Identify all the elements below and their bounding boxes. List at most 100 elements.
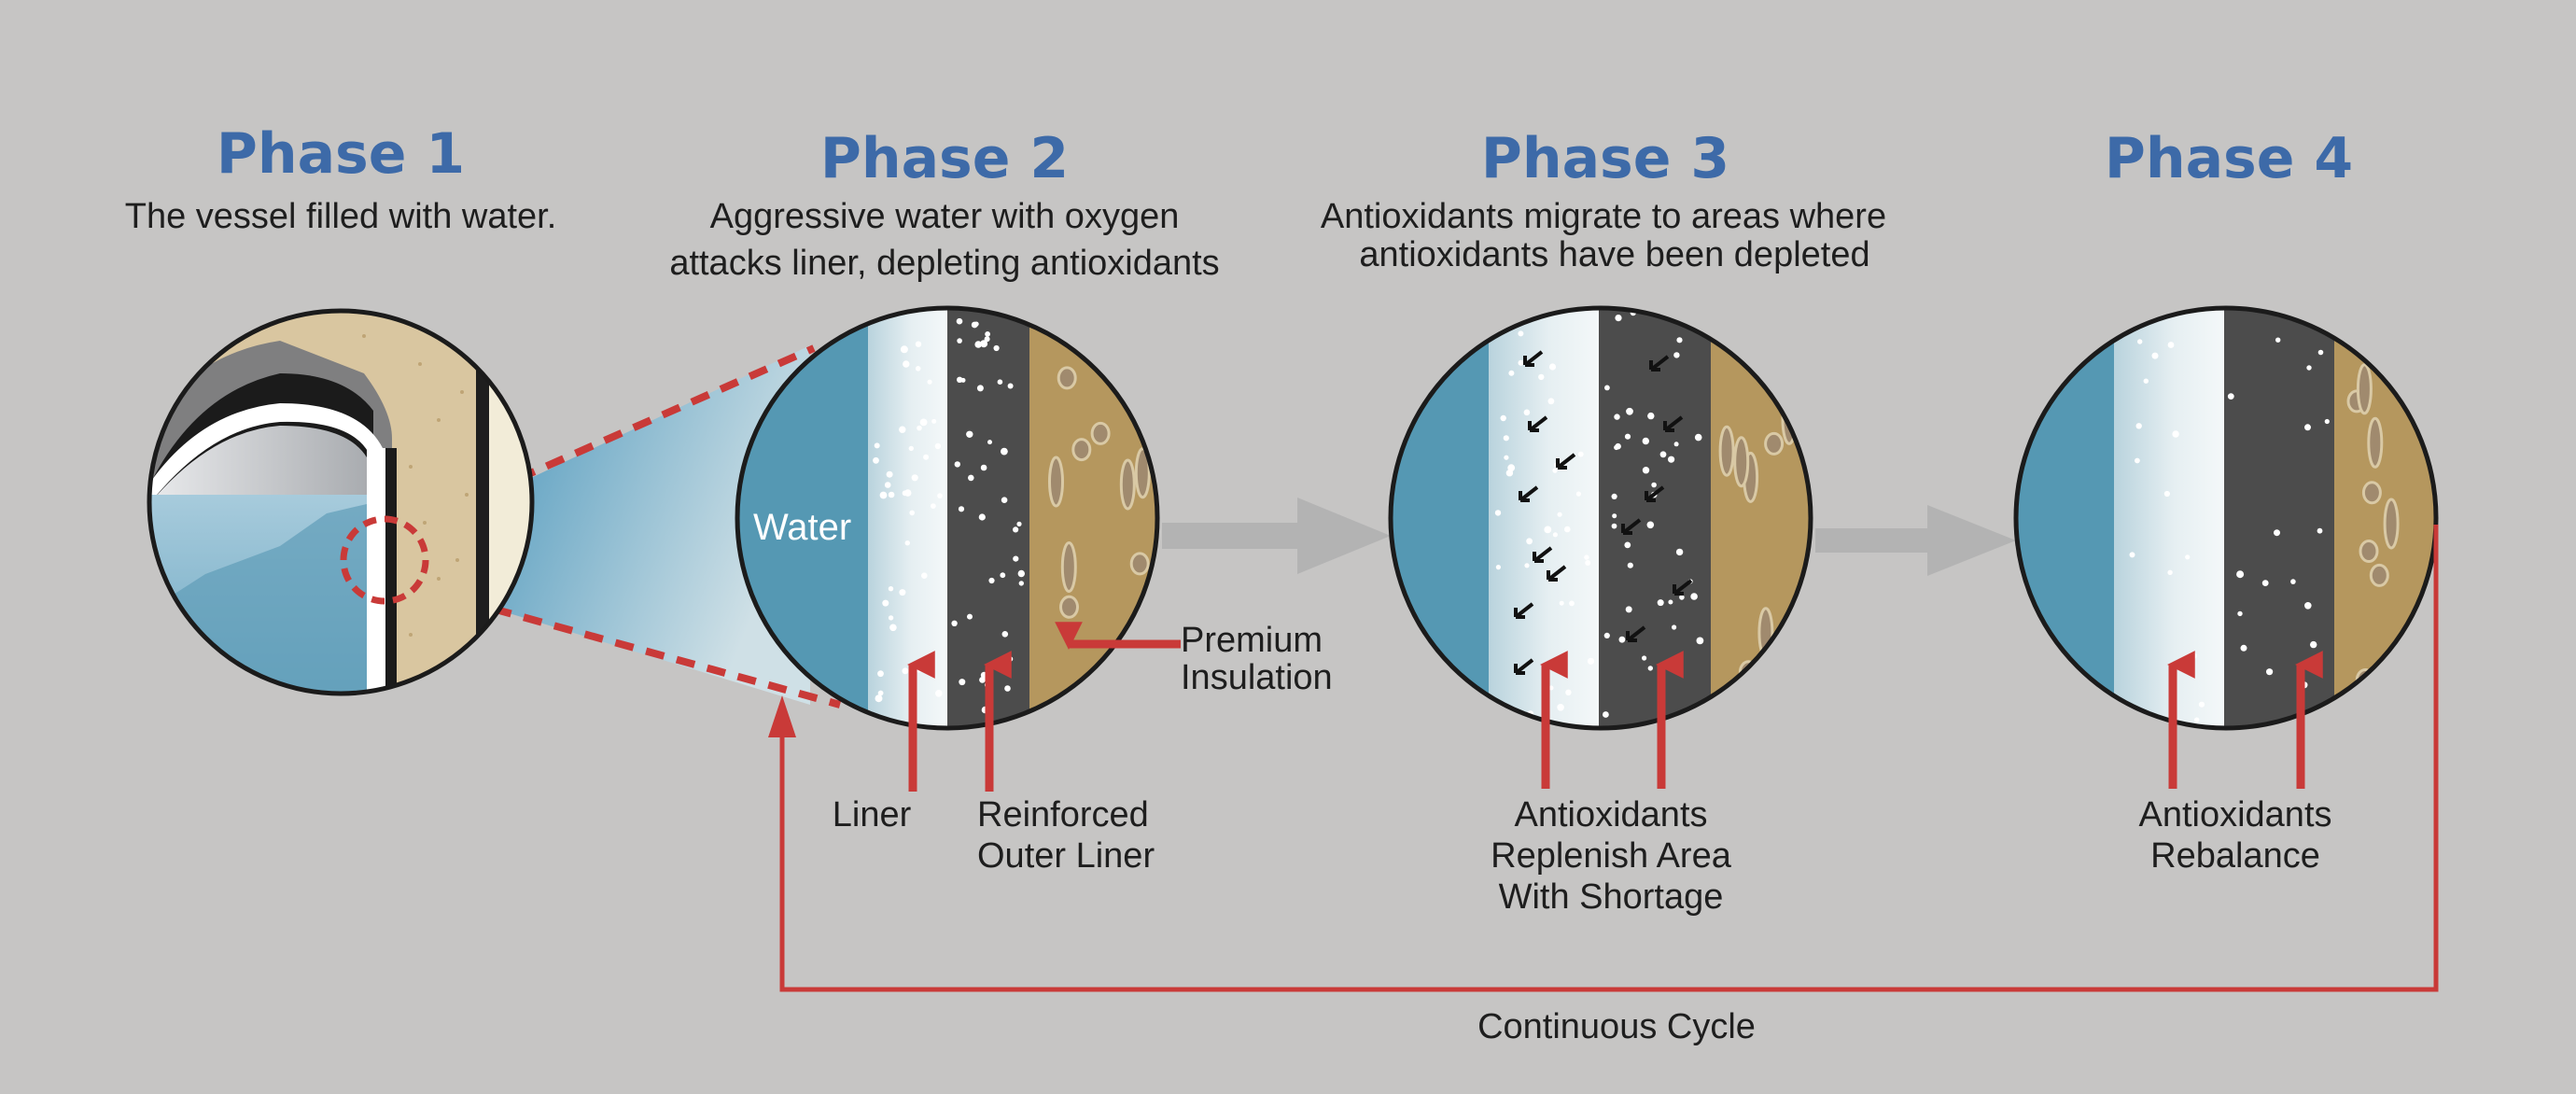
antioxidant-particle (1548, 685, 1554, 691)
antioxidant-particle (1587, 657, 1595, 665)
antioxidant-particle (1603, 711, 1609, 718)
antioxidant-particle (911, 474, 918, 482)
antioxidant-particle (2317, 527, 2323, 534)
antioxidant-particle (2266, 668, 2274, 676)
antioxidant-particle (978, 513, 986, 521)
phase-2-subtitle-line-2: attacks liner, depleting antioxidants (669, 244, 1219, 283)
migration-arrow-icon (1626, 625, 1646, 642)
antioxidant-particle (954, 461, 960, 468)
insulation-pore (1075, 327, 1096, 351)
migration-arrow-icon (1547, 565, 1567, 582)
insulation-speckles (278, 334, 469, 637)
phase-1-vessel-circle (147, 308, 535, 696)
antioxidant-particle (1659, 451, 1667, 458)
phase-3-subtitle-line-1: Antioxidants migrate to areas where (1321, 197, 1886, 236)
insulation-pore (1764, 431, 1785, 456)
antioxidant-particle (957, 376, 963, 383)
phase-3-subtitle-line-2: antioxidants have been depleted (1359, 235, 1869, 274)
antioxidant-particle (889, 624, 897, 632)
antioxidant-particle (1679, 595, 1685, 600)
insulation-pore (1090, 421, 1111, 445)
antioxidant-particle (884, 482, 891, 488)
antioxidant-particle (919, 418, 928, 427)
antioxidant-particle (1552, 532, 1558, 538)
antioxidant-particle (1523, 409, 1531, 416)
antioxidant-particle (1690, 593, 1698, 600)
antioxidant-particle (1000, 572, 1006, 579)
antioxidant-particle (1559, 600, 1564, 606)
antioxidant-particle (1500, 414, 1506, 422)
antioxidant-particle (937, 493, 943, 498)
antioxidant-particle (2167, 342, 2175, 348)
antioxidant-particle (1569, 600, 1575, 607)
insulation-pore (2367, 416, 2384, 469)
migration-arrow-icon (1621, 518, 1642, 535)
antioxidant-particle (1507, 464, 1516, 472)
antioxidant-particle (951, 620, 958, 626)
insulation-pore (1733, 436, 1750, 488)
antioxidant-particle (1557, 512, 1562, 517)
insulation-pore (1071, 438, 1092, 462)
antioxidant-particle (2275, 337, 2281, 343)
antioxidant-particle (1642, 655, 1647, 661)
antioxidant-particle (1696, 637, 1704, 645)
antioxidant-particle (902, 490, 908, 497)
insulation-pore (1048, 456, 1064, 508)
antioxidant-particle (980, 340, 988, 348)
insulation-pore (1774, 682, 1795, 707)
antioxidant-particle (1001, 447, 1008, 456)
antioxidant-particle (2237, 610, 2243, 617)
antioxidant-particle (1544, 526, 1552, 534)
antioxidant-particle (1668, 456, 1675, 463)
antioxidant-particle (877, 690, 884, 696)
antioxidant-particle (1694, 433, 1702, 442)
antioxidant-particle (1524, 563, 1530, 568)
antioxidant-particle (1611, 523, 1617, 529)
antioxidant-particle (1538, 373, 1545, 381)
phase-1-subtitle: The vessel filled with water. (125, 197, 557, 236)
antioxidant-particle (2227, 393, 2234, 400)
antioxidant-particle (877, 670, 884, 678)
antioxidant-particle (966, 430, 973, 438)
antioxidant-particle (1004, 685, 1011, 692)
antioxidant-particle (935, 690, 943, 697)
antioxidant-particle (915, 366, 921, 372)
reinforced-outer-liner-label-line-2: Outer Liner (977, 836, 1155, 876)
antioxidant-particle (931, 418, 937, 424)
antioxidant-particle (902, 667, 909, 675)
water-label: Water (753, 507, 851, 548)
antioxidant-particle (2274, 529, 2280, 537)
antioxidant-particle (900, 345, 908, 354)
antioxidant-particle (1647, 666, 1654, 671)
antioxidant-particle (988, 577, 995, 584)
antioxidant-particle (1001, 631, 1009, 638)
antioxidant-particle (899, 589, 906, 596)
antioxidant-particle (1508, 370, 1515, 376)
antioxidant-particle (1494, 510, 1502, 516)
antioxidant-particle (957, 338, 962, 344)
migration-arrow-icon (1663, 415, 1684, 432)
antioxidant-particle (2290, 579, 2296, 584)
migration-arrow-icon (1645, 485, 1665, 502)
phase-3-cross-section (1388, 305, 1813, 731)
antioxidant-particle (2304, 424, 2311, 431)
antioxidant-particle (923, 454, 930, 460)
antioxidant-particle (2163, 490, 2170, 498)
antioxidant-particle (2190, 652, 2197, 660)
antioxidant-particle (1651, 482, 1657, 488)
antioxidant-particle (1552, 468, 1558, 473)
antioxidant-particle (2324, 418, 2330, 425)
antioxidant-particle (903, 360, 910, 368)
antioxidant-particle (985, 331, 990, 337)
antioxidant-particle (1577, 451, 1584, 457)
antioxidant-particle (993, 344, 1000, 352)
antioxidant-particle (976, 385, 984, 392)
antioxidant-particle (2185, 554, 2191, 560)
antioxidant-particle (2167, 569, 2173, 575)
antioxidant-particle (888, 586, 894, 592)
antioxidant-particle (1565, 689, 1572, 695)
antioxidant-particle (1013, 526, 1019, 533)
insulation-pore (1060, 541, 1077, 593)
antioxidant-particle (1676, 337, 1683, 344)
